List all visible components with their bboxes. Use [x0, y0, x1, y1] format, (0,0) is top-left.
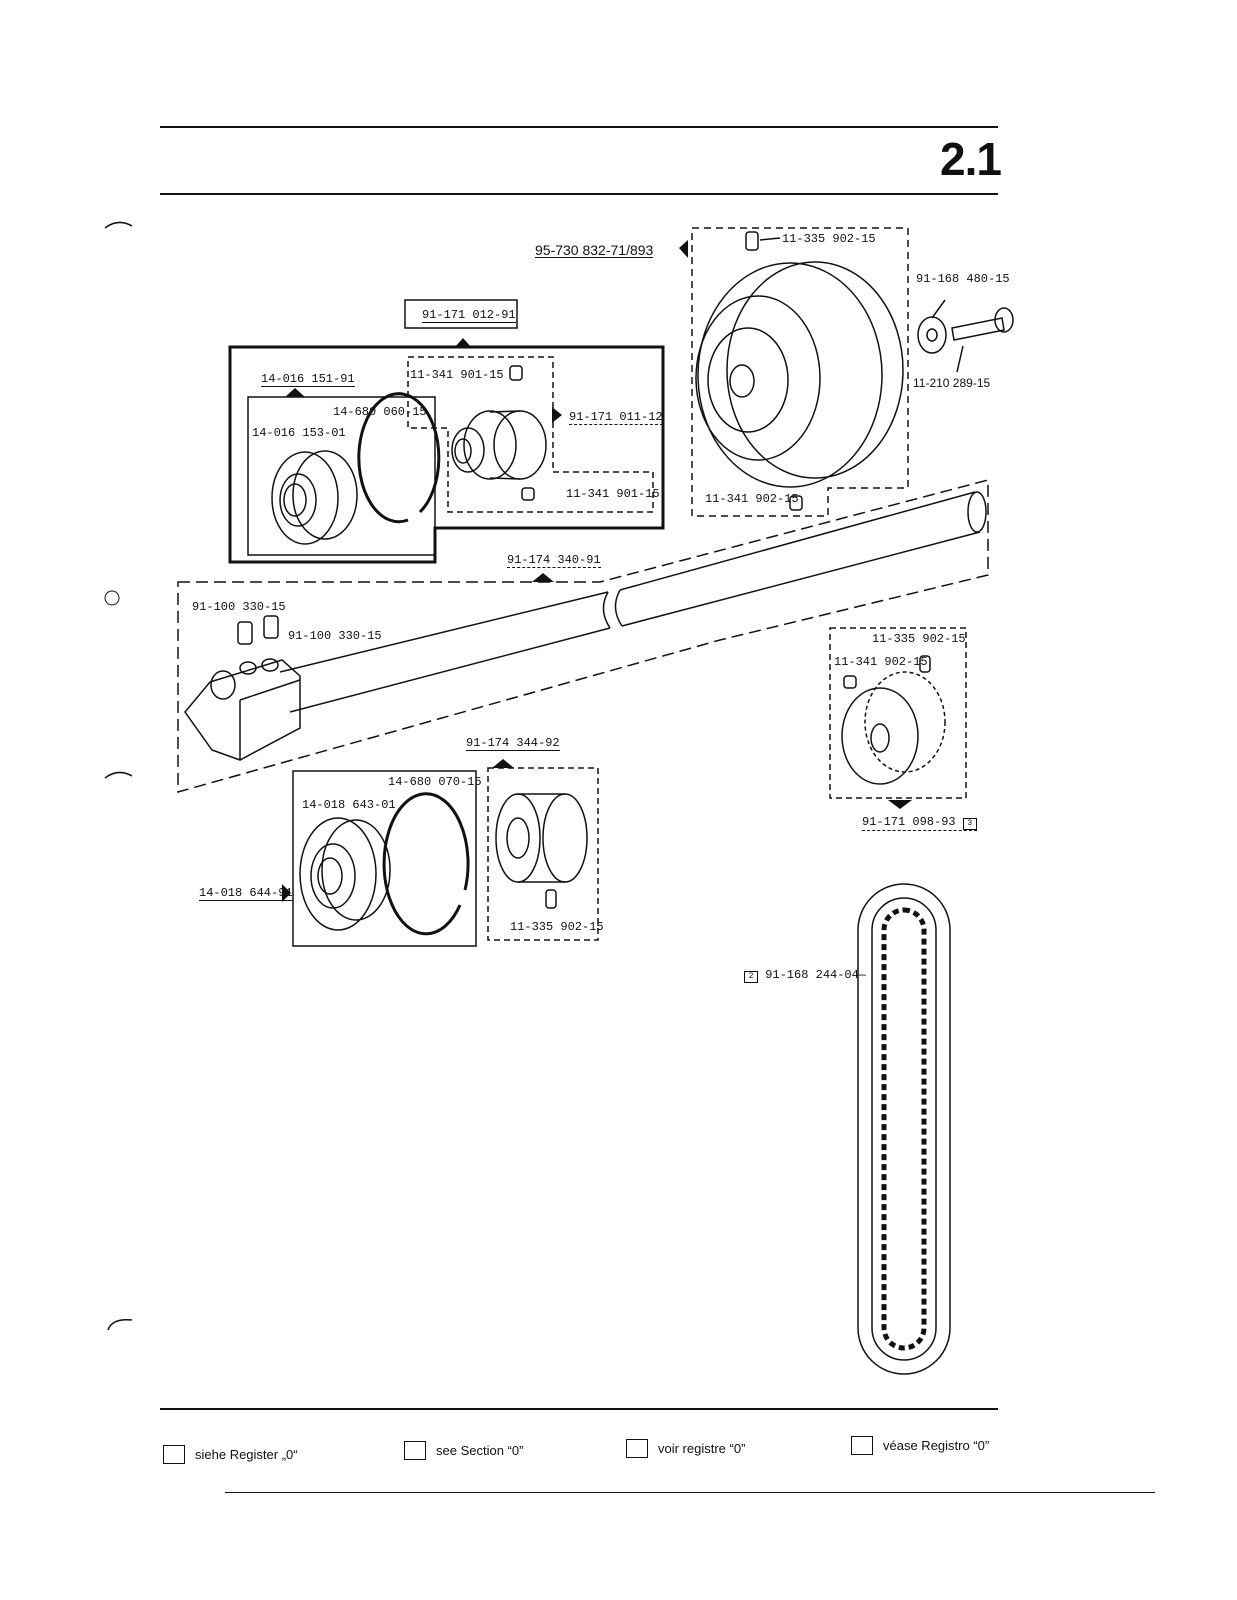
shaft-assembly-frame: [177, 479, 989, 793]
small-pulley-screw-b-drawing: [843, 675, 857, 689]
bearing-2-drawing: [299, 817, 391, 931]
punch-mark-2: [104, 771, 133, 779]
label-bearing-group: 91-171 012-91: [422, 308, 516, 323]
label-pulley-assembly: 95-730 832-71/893: [535, 242, 654, 258]
ref-box-small-pulley: 3: [962, 818, 977, 830]
label-bearing-1: 14-016 153-01: [252, 426, 346, 440]
footer-text-de: siehe Register „0“: [195, 1447, 298, 1462]
pulley-assembly-box: [691, 227, 909, 517]
bearing-1-drawing: [271, 450, 358, 545]
marker-pulley-assembly: [679, 240, 688, 258]
label-circlip-1: 14-680 060-15: [333, 405, 427, 419]
label-belt: 2 91-168 244-04—: [744, 968, 866, 983]
bolt-drawing: [951, 317, 1005, 341]
label-sleeve-screw: 11-335 902-15: [510, 920, 604, 934]
marker-small-pulley: [888, 800, 912, 809]
footer-register-es: véase Registro “0”: [851, 1436, 989, 1455]
label-bolt: 11-210 289-15: [913, 376, 991, 390]
section-number: 2.1: [940, 133, 1002, 185]
punch-mark-4: [104, 590, 120, 606]
footer-text-es: véase Registro “0”: [883, 1438, 990, 1453]
marker-bearing-assembly: [285, 388, 305, 397]
footer-checkbox-fr: [626, 1439, 648, 1458]
collar-screw-top-drawing: [509, 365, 523, 381]
marker-bearing-group: [455, 338, 471, 347]
label-bearing-assembly-2: 14-018 644-91: [199, 886, 293, 901]
collar-screw-bottom-drawing: [521, 487, 535, 501]
pulley-setscrew-drawing: [789, 495, 803, 511]
label-small-pulley: 91-171 098-93 3: [862, 815, 977, 831]
sleeve-assembly-box: [487, 767, 599, 941]
footer-checkbox-es: [851, 1436, 873, 1455]
bearing-assembly-box: [247, 396, 436, 556]
punch-mark-1: [104, 221, 133, 229]
label-circlip-2: 14-680 070-15: [388, 775, 482, 789]
setscrew-top-drawing: [745, 231, 759, 251]
small-pulley-drawing: [841, 671, 946, 785]
clamp-screw-2-drawing: [263, 615, 279, 639]
label-bearing-2: 14-018 643-01: [302, 798, 396, 812]
label-collar-screw-bottom: 11-341 901-15: [566, 487, 660, 501]
header-bottom-rule: [160, 193, 998, 195]
label-small-pulley-screw-b: 11-341 902-15: [834, 655, 928, 669]
small-pulley-box: [829, 627, 967, 799]
bottom-scan-rule: [225, 1492, 1155, 1493]
marker-sleeve: [492, 759, 514, 768]
label-screw-top: 11-335 902-15: [782, 232, 876, 246]
footer-text-fr: voir registre “0”: [658, 1441, 746, 1456]
washer-drawing: [917, 316, 947, 354]
header-top-rule: [160, 126, 998, 128]
small-pulley-screw-a-drawing: [919, 655, 931, 673]
label-clamp-screw-2: 91-100 330-15: [288, 629, 382, 643]
label-sleeve-assembly: 91-174 344-92: [466, 736, 560, 751]
marker-bearing-2: [282, 884, 291, 902]
footer-register-de: siehe Register „0“: [163, 1445, 298, 1464]
label-collar-assembly: 91-171 011-12: [569, 410, 663, 425]
footer-checkbox-en: [404, 1441, 426, 1460]
clamp-screw-1-drawing: [237, 621, 253, 645]
timing-belt-drawing: [857, 883, 951, 1375]
marker-collar: [552, 407, 562, 423]
label-collar-screw-top: 11-341 901-15: [410, 368, 504, 382]
circlip-1-drawing: [357, 392, 441, 524]
label-shaft-assembly: 91-174 340-91: [507, 553, 601, 568]
label-bearing-assembly: 14-016 151-91: [261, 372, 355, 387]
footer-text-en: see Section “0”: [436, 1443, 524, 1458]
footer-checkbox-de: [163, 1445, 185, 1464]
bearing-assembly-2-box: [292, 770, 477, 947]
ref-box-belt: 2: [744, 971, 758, 983]
punch-mark-3: [107, 1318, 133, 1331]
marker-shaft: [532, 573, 554, 582]
label-pulley-setscrew: 11-341 902-15: [705, 492, 799, 506]
collar-assembly-box: [407, 356, 654, 513]
bearing-group-label-box: [404, 299, 518, 329]
clamp-block-drawing: [184, 658, 301, 761]
sleeve-drawing: [495, 793, 588, 883]
large-pulley-drawing: [695, 261, 904, 488]
label-small-pulley-screw-a: 11-335 902-15: [872, 632, 966, 646]
footer-register-fr: voir registre “0”: [626, 1439, 745, 1458]
sleeve-screw-drawing: [545, 889, 557, 909]
label-clamp-screw-1: 91-100 330-15: [192, 600, 286, 614]
footer-register-en: see Section “0”: [404, 1441, 523, 1460]
footer-rule: [160, 1408, 998, 1410]
shaft-drawing: [279, 491, 987, 713]
label-washer: 91-168 480-15: [916, 272, 1010, 286]
circlip-2-drawing: [382, 792, 470, 936]
collar-drawing: [451, 410, 547, 480]
